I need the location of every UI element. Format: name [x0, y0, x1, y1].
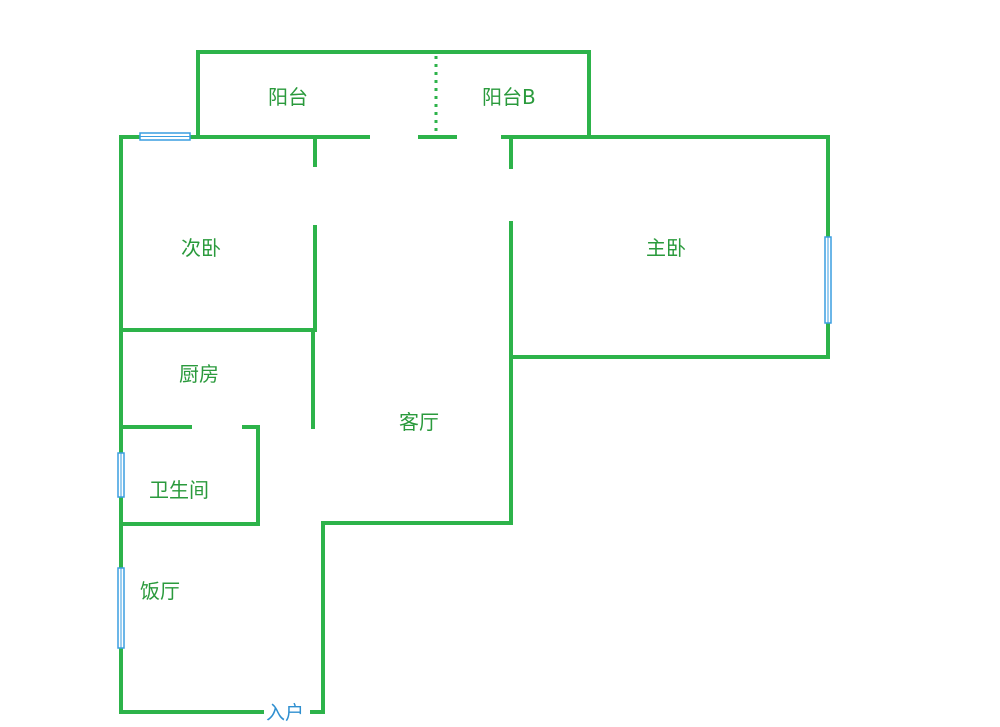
room-label-bathroom: 卫生间	[149, 478, 209, 502]
room-label-balcony: 阳台	[268, 85, 308, 109]
window-master-bedroom	[824, 236, 832, 324]
inner-partitions	[119, 135, 317, 526]
windows	[117, 132, 832, 649]
room-label-dining-room: 饭厅	[140, 579, 180, 603]
entry-label: 入户	[266, 702, 304, 724]
room-label-balcony-b: 阳台B	[482, 85, 536, 109]
room-label-kitchen: 厨房	[179, 362, 219, 386]
room-label-living-room: 客厅	[399, 410, 439, 434]
window-top-left	[139, 132, 191, 141]
window-dining	[117, 567, 125, 649]
room-label-master-bedroom: 主卧	[646, 236, 686, 260]
balcony-walls	[196, 50, 591, 139]
room-label-second-bedroom: 次卧	[181, 236, 221, 260]
window-bathroom	[117, 452, 125, 498]
